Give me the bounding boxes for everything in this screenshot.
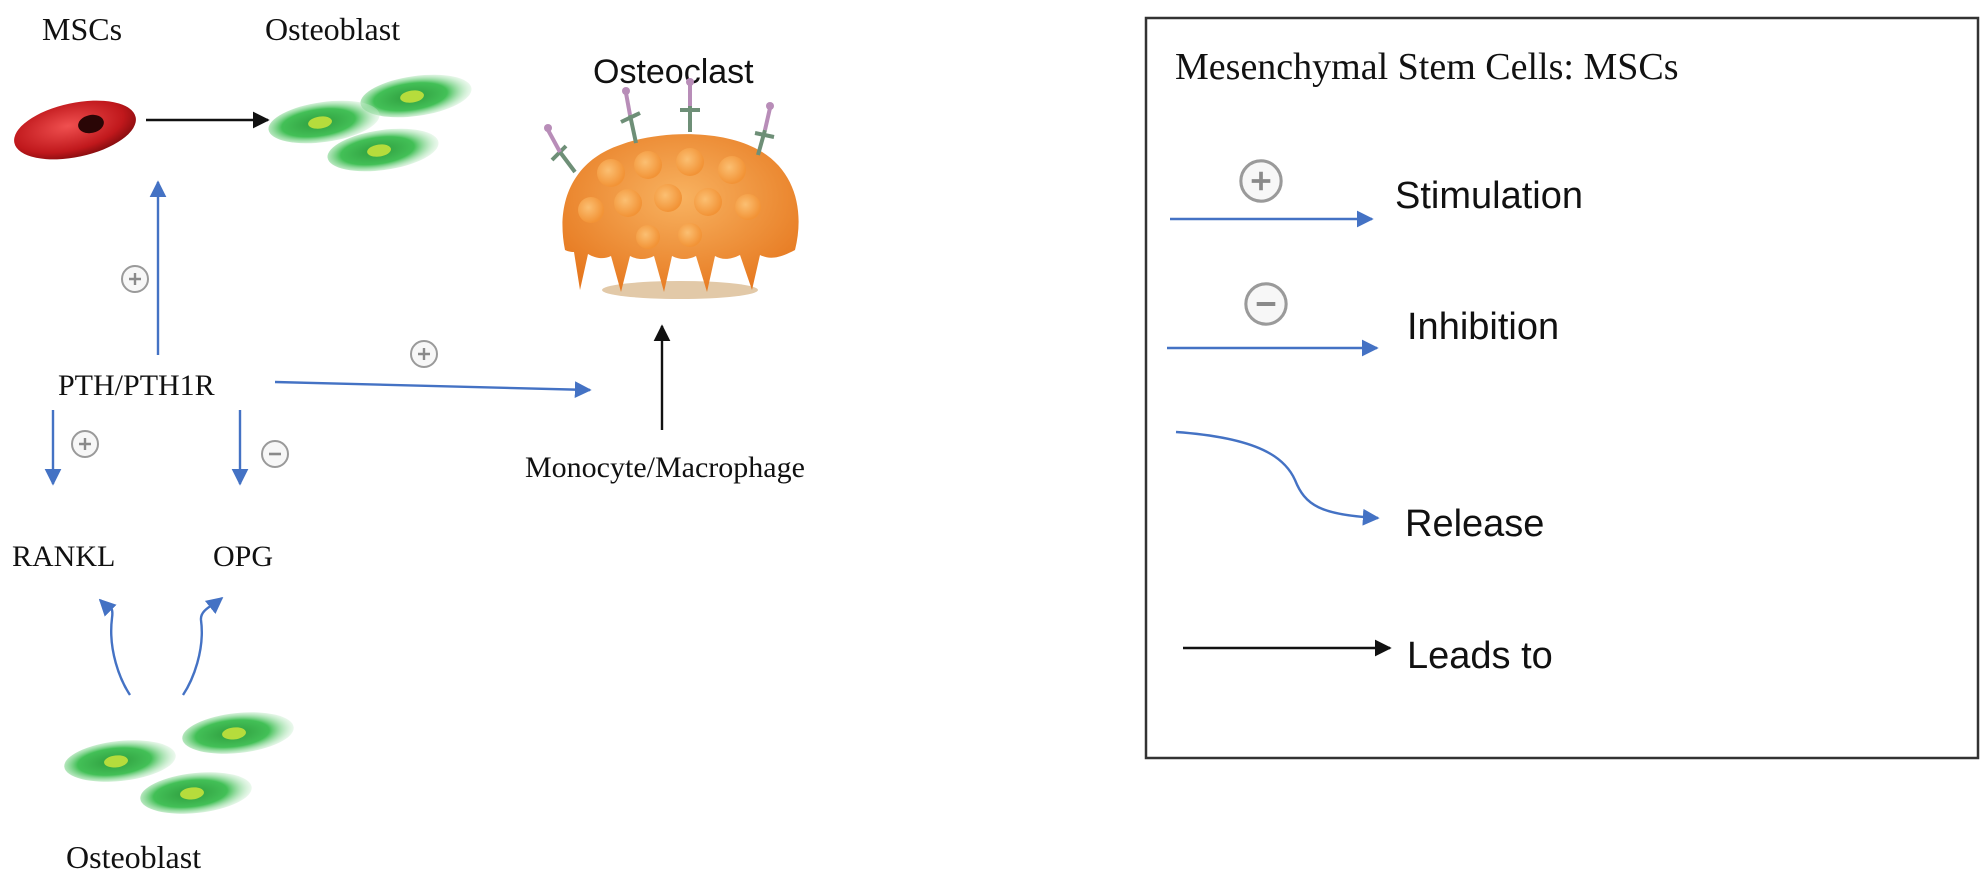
legend-box: Mesenchymal Stem Cells: MSCs Stimulation…	[1144, 16, 1980, 760]
plus-sign-icon	[70, 429, 100, 459]
legend-minus-sign-icon	[1246, 284, 1286, 324]
label-osteoclast: Osteoclast	[593, 53, 754, 91]
legend-plus-sign-icon	[1238, 158, 1284, 204]
legend-release-label: Release	[1405, 503, 1544, 545]
label-mscs: MSCs	[42, 11, 122, 47]
label-pth: PTH/PTH1R	[58, 369, 215, 402]
osteoblast-cells-top	[265, 68, 475, 178]
label-opg: OPG	[213, 540, 273, 573]
legend-leadsto-label: Leads to	[1407, 635, 1553, 677]
minus-sign-icon	[260, 439, 290, 469]
label-osteoblast-bottom: Osteoblast	[66, 839, 201, 875]
osteoclast-cell	[544, 78, 799, 299]
plus-sign-icon	[409, 339, 439, 369]
release-arrow-rankl	[98, 598, 131, 696]
legend-inhibition-label: Inhibition	[1407, 306, 1559, 348]
label-osteoblast-top: Osteoblast	[265, 11, 400, 47]
legend-release-arrow	[1175, 430, 1380, 526]
label-rankl: RANKL	[12, 540, 115, 573]
legend-stimulation-label: Stimulation	[1395, 175, 1583, 217]
plus-sign-icon	[120, 264, 150, 294]
release-arrow-opg	[182, 596, 224, 696]
label-monocyte: Monocyte/Macrophage	[525, 451, 805, 484]
arrow-pth-to-osteoclast	[274, 380, 592, 399]
legend-title: Mesenchymal Stem Cells: MSCs	[1175, 46, 1679, 88]
msc-cell	[14, 100, 136, 160]
osteoblast-cells-bottom	[62, 707, 296, 819]
